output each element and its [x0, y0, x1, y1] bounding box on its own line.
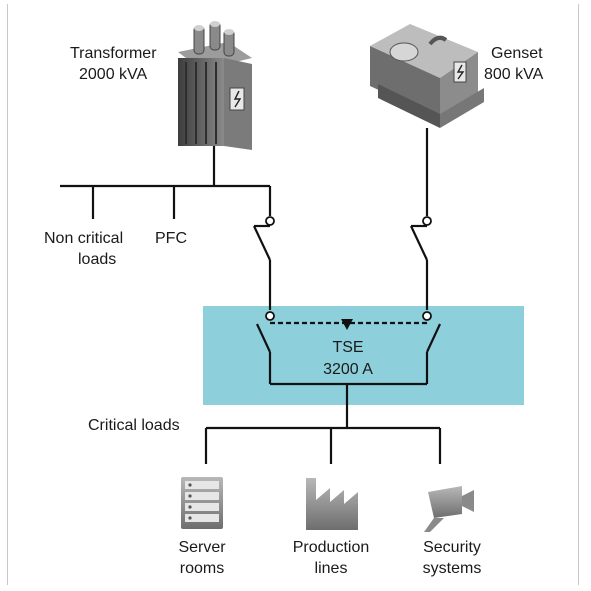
pfc-label: PFC — [155, 230, 187, 247]
load-label-security-line2: systems — [423, 560, 482, 577]
non-critical-label-line2: loads — [78, 251, 116, 268]
transformer-icon — [178, 21, 252, 150]
critical-loads-label: Critical loads — [88, 417, 180, 434]
load-label-production-line2: lines — [315, 560, 348, 577]
factory-icon — [306, 478, 358, 530]
transformer-label-line1: Transformer — [70, 45, 157, 62]
load-label-server-line2: rooms — [180, 560, 224, 577]
interlock-arrow — [341, 319, 353, 330]
genset-label-line2: 800 kVA — [484, 66, 544, 83]
tse-label-line2: 3200 A — [323, 361, 373, 378]
tse-box — [203, 306, 524, 405]
transformer-label-line2: 2000 kVA — [79, 66, 148, 83]
genset-icon — [370, 24, 484, 128]
diagram-frame — [7, 4, 579, 585]
genset-label-line1: Genset — [491, 45, 543, 62]
non-critical-label-line1: Non critical — [44, 230, 123, 247]
wiring — [60, 128, 442, 464]
load-label-production-line1: Production — [293, 539, 370, 556]
tse-label-line1: TSE — [332, 339, 363, 356]
switch-contacts — [265, 216, 432, 321]
load-label-security-line1: Security — [423, 539, 481, 556]
camera-icon — [424, 486, 474, 532]
load-label-server-line1: Server — [178, 539, 226, 556]
server-icon — [181, 477, 223, 529]
